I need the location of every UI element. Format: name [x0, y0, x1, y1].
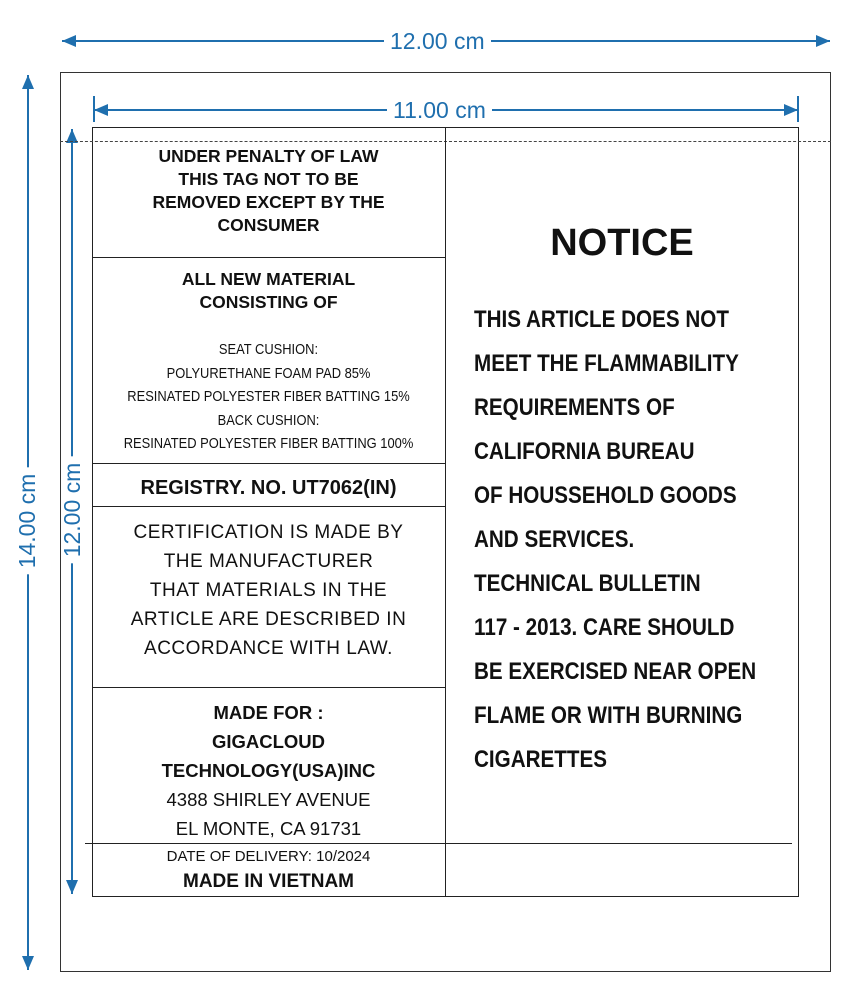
made-for-block: MADE FOR : GIGACLOUD TECHNOLOGY(USA)INC …: [92, 698, 445, 843]
inner-height-bottom-arrow-icon: [66, 880, 78, 894]
certification-line: THE MANUFACTURER: [163, 551, 374, 572]
certification-line: ACCORDANCE WITH LAW.: [144, 638, 393, 659]
separator-footer: [85, 843, 792, 844]
made-for-line: GIGACLOUD: [211, 731, 326, 752]
material-line: SEAT CUSHION:: [218, 341, 319, 358]
certification-line: THAT MATERIALS IN THE: [149, 580, 388, 601]
material-line: RESINATED POLYESTER FIBER BATTING 100%: [123, 435, 414, 452]
outer-width-label: 12.00 cm: [384, 28, 491, 54]
address-line: EL MONTE, CA 91731: [175, 818, 362, 839]
penalty-line: UNDER PENALTY OF LAW: [158, 146, 379, 166]
material-line: BACK CUSHION:: [217, 411, 320, 429]
inner-width-left-tick: [93, 96, 95, 122]
penalty-line: CONSUMER: [217, 215, 320, 235]
outer-height-label: 14.00 cm: [14, 467, 40, 575]
notice-line: CALIFORNIA BUREAU: [474, 438, 695, 465]
outer-height-bottom-arrow-icon: [22, 956, 34, 970]
material-heading-line: CONSISTING OF: [199, 292, 338, 312]
date-of-delivery: DATE OF DELIVERY: 10/2024: [166, 848, 371, 865]
certification-statement: CERTIFICATION IS MADE BY THE MANUFACTURE…: [92, 518, 445, 663]
notice-line: BE EXERCISED NEAR OPEN: [474, 658, 757, 685]
address-line: 4388 SHIRLEY AVENUE: [166, 789, 371, 810]
country-of-origin: MADE IN VIETNAM: [183, 871, 354, 892]
outer-boundary: [60, 72, 831, 972]
material-heading-line: ALL NEW MATERIAL: [181, 269, 356, 289]
outer-height-top-arrow-icon: [22, 75, 34, 89]
separator-certification: [92, 687, 445, 688]
notice-line: MEET THE FLAMMABILITY: [474, 350, 739, 377]
separator-registry: [92, 506, 445, 507]
penalty-line: REMOVED EXCEPT BY THE: [152, 192, 385, 212]
notice-line: FLAME OR WITH BURNING: [474, 702, 743, 729]
separator-penalty: [92, 257, 445, 258]
notice-line: REQUIREMENTS OF: [474, 394, 675, 421]
outer-width-left-arrow-icon: [62, 35, 76, 47]
inner-width-label: 11.00 cm: [387, 97, 492, 123]
inner-width-right-arrow-icon: [784, 104, 798, 116]
made-for-line: TECHNOLOGY(USA)INC: [161, 760, 376, 781]
material-line: POLYURETHANE FOAM PAD 85%: [166, 364, 371, 382]
registry-number: REGISTRY. NO. UT7062(IN): [140, 477, 397, 499]
inner-width-left-arrow-icon: [94, 104, 108, 116]
notice-body: THIS ARTICLE DOES NOT MEET THE FLAMMABIL…: [474, 298, 794, 782]
notice-line: THIS ARTICLE DOES NOT: [474, 306, 729, 333]
certification-line: ARTICLE ARE DESCRIBED IN: [130, 609, 407, 630]
notice-line: TECHNICAL BULLETIN: [474, 570, 701, 597]
notice-line: AND SERVICES.: [474, 526, 635, 553]
material-list: SEAT CUSHION: POLYURETHANE FOAM PAD 85% …: [117, 338, 421, 456]
notice-title: NOTICE: [550, 222, 694, 264]
inner-width-right-tick: [797, 96, 799, 122]
notice-line: CIGARETTES: [474, 746, 608, 773]
material-line: RESINATED POLYESTER FIBER BATTING 15%: [127, 388, 410, 405]
outer-width-right-arrow-icon: [816, 35, 830, 47]
penalty-statement: UNDER PENALTY OF LAW THIS TAG NOT TO BE …: [92, 145, 445, 237]
notice-line: OF HOUSSEHOLD GOODS: [474, 482, 737, 509]
column-divider: [445, 127, 446, 897]
made-for-line: MADE FOR :: [213, 702, 324, 723]
inner-height-top-arrow-icon: [66, 129, 78, 143]
notice-line: 117 - 2013. CARE SHOULD: [474, 614, 735, 641]
penalty-line: THIS TAG NOT TO BE: [178, 169, 359, 189]
separator-material: [92, 463, 445, 464]
certification-line: CERTIFICATION IS MADE BY: [133, 522, 404, 543]
material-heading: ALL NEW MATERIAL CONSISTING OF: [92, 268, 445, 314]
